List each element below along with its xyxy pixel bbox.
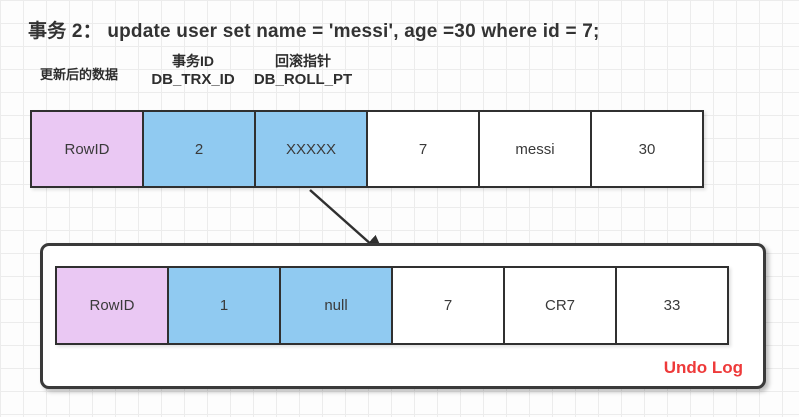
cell-current-age: 30 [590,110,704,188]
label-rollback-pointer: 回滚指针 DB_ROLL_PT [247,52,359,90]
undo-log-box: RowID 1 null 7 CR7 33 Undo Log [40,243,766,389]
cell-undo-rowid: RowID [55,266,169,345]
cell-current-name: messi [478,110,592,188]
current-data-row: RowID 2 XXXXX 7 messi 30 [30,110,704,188]
undo-log-label: Undo Log [663,358,743,377]
label-transaction-id: 事务ID DB_TRX_ID [143,52,243,90]
label-roll-cn: 回滚指针 [275,53,331,69]
cell-undo-age: 33 [615,266,729,345]
cell-current-trx-id: 2 [142,110,256,188]
cell-current-rowid: RowID [30,110,144,188]
label-roll-en: DB_ROLL_PT [253,71,353,88]
undo-data-row: RowID 1 null 7 CR7 33 [55,266,729,345]
cell-undo-trx-id: 1 [167,266,281,345]
label-trx-cn: 事务ID [172,53,214,69]
cell-undo-name: CR7 [503,266,617,345]
cell-current-roll-pt: XXXXX [254,110,368,188]
cell-undo-id: 7 [391,266,505,345]
label-updated-data: 更新后的数据 [40,67,119,82]
label-trx-en: DB_TRX_ID [151,71,235,88]
cell-undo-roll-pt: null [279,266,393,345]
sql-statement-title: 事务 2： update user set name = 'messi', ag… [28,21,600,42]
cell-current-id: 7 [366,110,480,188]
